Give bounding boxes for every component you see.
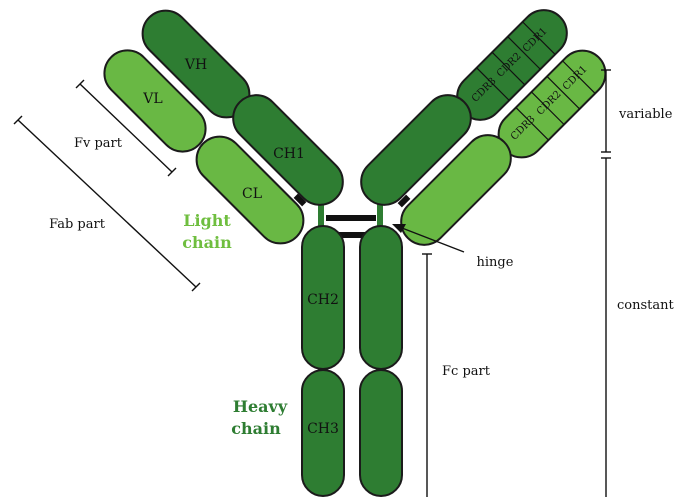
vl-label: VL (142, 91, 162, 107)
light-chain-label-line1: Light (183, 211, 231, 230)
fab-part-label: Fab part (49, 217, 106, 232)
ch1-label: CH1 (273, 146, 305, 162)
fc-part-label: Fc part (442, 364, 491, 379)
ch2-label: CH2 (307, 292, 339, 308)
disulfide-bond-upper (326, 215, 376, 221)
light-chain-label-line2: chain (182, 233, 232, 252)
heavy-chain-label-line2: chain (231, 419, 281, 438)
ch3-label: CH3 (307, 421, 339, 437)
heavy-chain-label-line1: Heavy (233, 397, 288, 416)
constant-label: constant (617, 298, 674, 313)
vh-label: VH (184, 57, 207, 73)
variable-label: variable (618, 107, 673, 122)
ch2-domain-right (360, 226, 402, 369)
constant-bracket (601, 158, 611, 497)
fc-part-bracket (422, 254, 432, 497)
ch3-domain-right (360, 370, 402, 496)
cl-label: CL (242, 186, 262, 202)
hinge-label: hinge (477, 255, 514, 270)
fv-part-label: Fv part (74, 136, 123, 151)
